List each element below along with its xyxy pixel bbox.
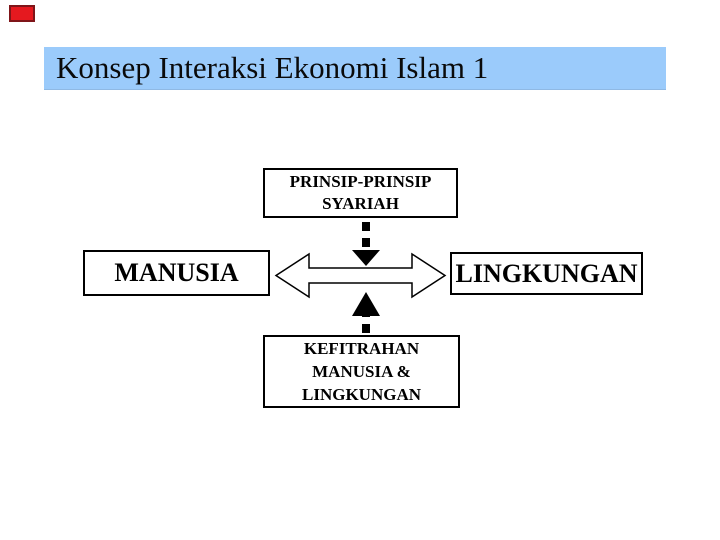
slide-title: Konsep Interaksi Ekonomi Islam 1 xyxy=(56,50,489,85)
environment-box: LINGKUNGAN xyxy=(450,252,643,295)
nature-box-line3: LINGKUNGAN xyxy=(301,385,421,404)
principles-box-line2: SYARIAH xyxy=(322,194,399,213)
red-marker xyxy=(9,5,35,22)
nature-box: KEFITRAHAN MANUSIA & LINGKUNGAN xyxy=(263,335,460,408)
environment-box-label: LINGKUNGAN xyxy=(455,258,638,288)
principles-box-line1: PRINSIP-PRINSIP xyxy=(289,172,432,191)
human-box-label: MANUSIA xyxy=(114,258,239,287)
double-headed-arrow-icon xyxy=(274,252,447,299)
nature-box-line2: MANUSIA & xyxy=(312,362,411,381)
principles-box: PRINSIP-PRINSIP SYARIAH xyxy=(263,168,458,218)
title-bar: Konsep Interaksi Ekonomi Islam 1 xyxy=(44,47,666,90)
dashed-up-arrow-icon xyxy=(352,292,380,333)
nature-box-line1: KEFITRAHAN xyxy=(303,339,420,358)
dashed-down-arrow-icon xyxy=(352,222,380,266)
human-box: MANUSIA xyxy=(83,250,270,296)
